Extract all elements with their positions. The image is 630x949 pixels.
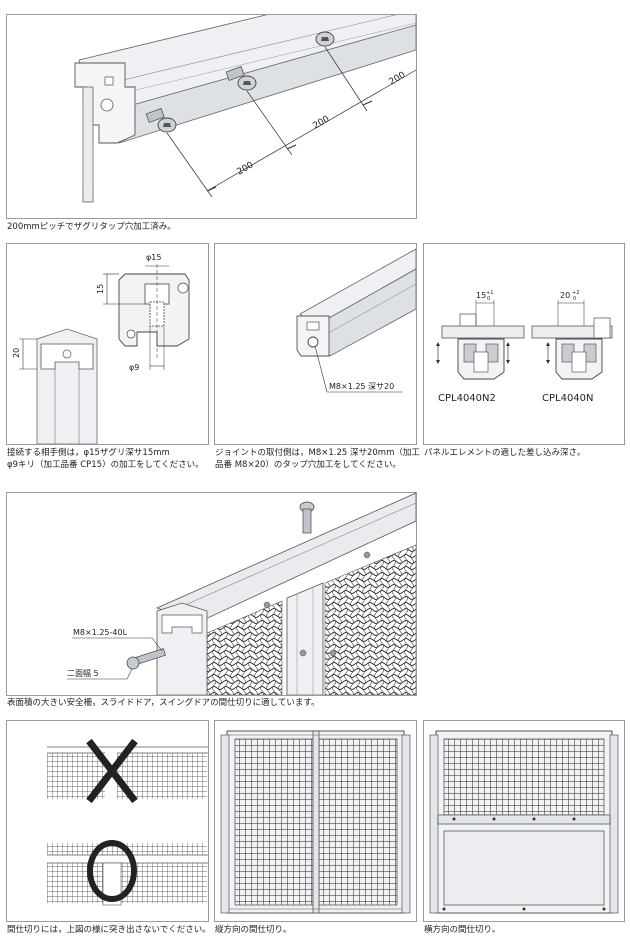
panel-vertical-partition	[214, 720, 417, 922]
safety-fence-drawing: M8×1.25-40L 二面幅 5	[67, 493, 416, 695]
panel7-caption: 縦方向の間仕切り。	[215, 925, 292, 935]
panel5-caption: 表面積の大きい安全柵，スライドドア，スイングドアの間仕切りに適しています。	[7, 698, 320, 708]
tap-hole-drawing: M8×1.25 深サ20	[296, 248, 416, 393]
panel8-caption: 横方向の間仕切り。	[424, 925, 501, 935]
panel1-caption: 200mmピッチでザグリタップ穴加工済み。	[7, 222, 176, 232]
panel-horizontal-partition	[423, 720, 625, 922]
panel6-caption: 間仕切りには，上図の様に突き出さないでください。	[7, 925, 211, 935]
bolt-3	[315, 31, 335, 47]
bolt-2	[225, 66, 257, 91]
dim-label-2: 200	[312, 114, 332, 131]
panel-safety-fence: M8×1.25-40L 二面幅 5	[6, 492, 417, 696]
panel-do-not-protrude	[6, 720, 209, 922]
bolt-left	[126, 648, 166, 670]
panel2-caption-line1: 接続する相手側は，φ15ザグリ深サ15mm	[7, 448, 170, 458]
panel-insert-depth: 15 +1 0 CPL4040N2 20 +2 0 CPL4040N	[423, 243, 625, 445]
dim-15: 15	[96, 284, 105, 294]
left-label: CPL4040N2	[438, 393, 496, 404]
bolt-label: M8×1.25-40L	[73, 628, 128, 637]
insert-depth-drawing: 15 +1 0 CPL4040N2 20 +2 0 CPL4040N	[436, 290, 613, 404]
dim-phi9: φ9	[129, 363, 139, 372]
panel3-caption-line2: 品番 M8×20）のタップ穴加工をしてください。	[215, 460, 401, 470]
bolt-1	[145, 108, 177, 133]
panel-pitch-tapping: 200 200 200	[6, 14, 417, 219]
panel4-caption: パネルエレメントの適した差し込み深さ。	[424, 448, 586, 458]
dim-20: 20	[12, 348, 21, 358]
bolt-top	[299, 501, 315, 534]
dim-label-3: 200	[388, 70, 408, 87]
panel-counterbore: 20 φ15 15 φ9	[6, 243, 209, 445]
right-label: CPL4040N	[542, 393, 594, 404]
width-label: 二面幅 5	[67, 668, 99, 678]
dim-phi15: φ15	[146, 253, 161, 262]
right-tol-bottom: 0	[573, 296, 576, 302]
tap-label: M8×1.25 深サ20	[329, 382, 394, 391]
panel-tap-hole: M8×1.25 深サ20	[214, 243, 417, 445]
left-tol-top: +1	[486, 290, 493, 296]
profile-pitch-drawing: 200 200 200	[74, 15, 416, 203]
horizontal-partition-drawing	[429, 730, 619, 914]
panel3-caption-line1: ジョイントの取付側は，M8×1.25 深サ20mm（加工	[215, 448, 420, 458]
counterbore-drawing: 20 φ15 15 φ9	[12, 253, 190, 444]
left-tol-bottom: 0	[487, 296, 490, 302]
vertical-partition-drawing	[220, 730, 411, 914]
panel2-caption-line2: φ9キリ（加工品番 CP15）の加工をしてください。	[7, 460, 204, 470]
right-dim: 20	[560, 291, 570, 300]
dim-label-1: 200	[236, 160, 256, 177]
left-dim: 15	[476, 291, 486, 300]
protrude-drawing	[47, 738, 208, 906]
right-tol-top: +2	[572, 290, 579, 296]
